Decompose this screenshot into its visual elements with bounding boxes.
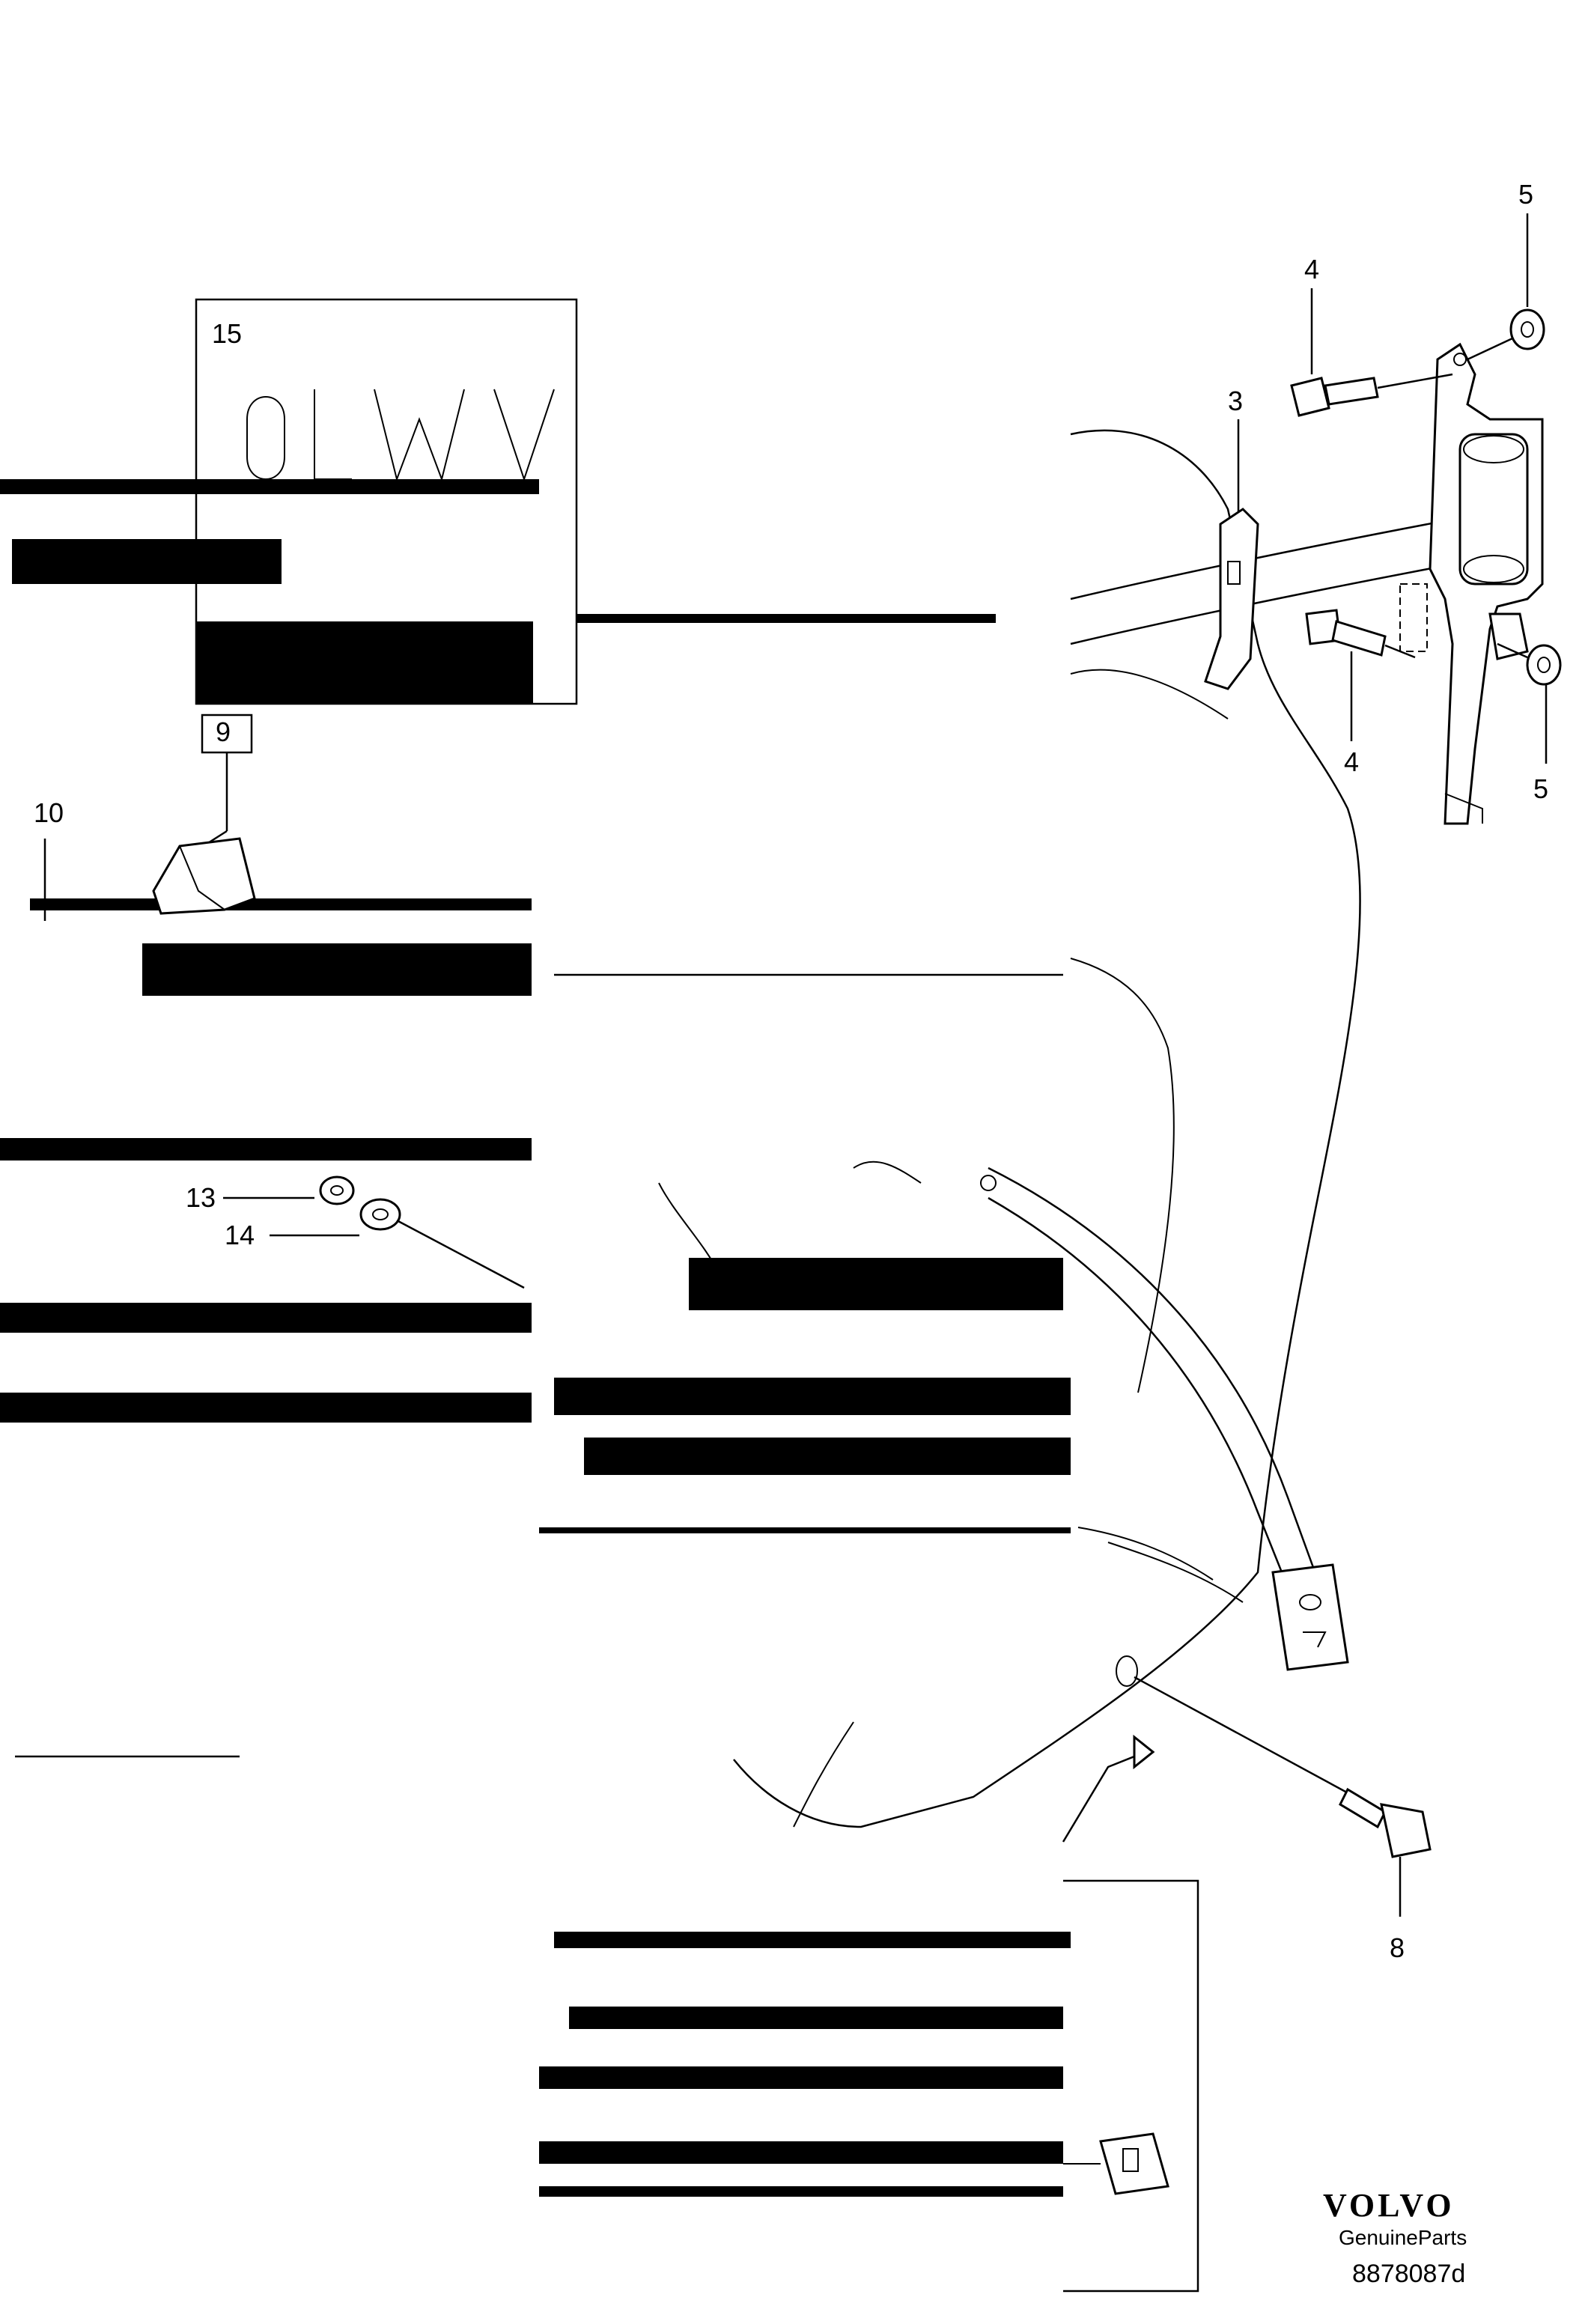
callout-8: 8 (1390, 1932, 1405, 1963)
callout-3: 3 (1228, 386, 1243, 416)
belt-webbing (980, 515, 1468, 1671)
part-5-nut-lower: 5 (1497, 642, 1562, 804)
callout-4b: 4 (1344, 746, 1359, 777)
part-13-14-washers: 13 14 (186, 1175, 525, 1289)
scan-band-group (0, 479, 1071, 2197)
part-4-bolt-upper: 4 (1290, 254, 1453, 417)
callout-13: 13 (186, 1182, 216, 1213)
callout-5a: 5 (1518, 179, 1533, 210)
seat-outline (658, 429, 1361, 1828)
callout-4a: 4 (1304, 254, 1319, 285)
callout-10: 10 (34, 797, 64, 828)
inset-connector (1062, 1734, 1199, 2293)
callout-14: 14 (225, 1220, 255, 1250)
part-8-anchor-bolt: 8 (1116, 1655, 1432, 1963)
diagram-code: 8878087d (1352, 2260, 1465, 2288)
part-9-10-buckle: 9 10 (34, 714, 256, 921)
callout-9: 9 (216, 717, 231, 747)
part-3-guide: 3 (1204, 386, 1259, 690)
callout-15: 15 (212, 318, 242, 349)
retractor-assembly (1399, 342, 1544, 825)
brand-logo: VOLVO (1323, 2187, 1455, 2224)
part-5-nut-upper: 5 (1467, 179, 1545, 361)
brand-block: VOLVO GenuineParts 8878087d (1323, 2187, 1467, 2288)
brand-subtitle: GenuineParts (1339, 2226, 1467, 2249)
callout-5b: 5 (1533, 773, 1548, 804)
part-4-bolt-middle: 4 (1305, 609, 1416, 777)
